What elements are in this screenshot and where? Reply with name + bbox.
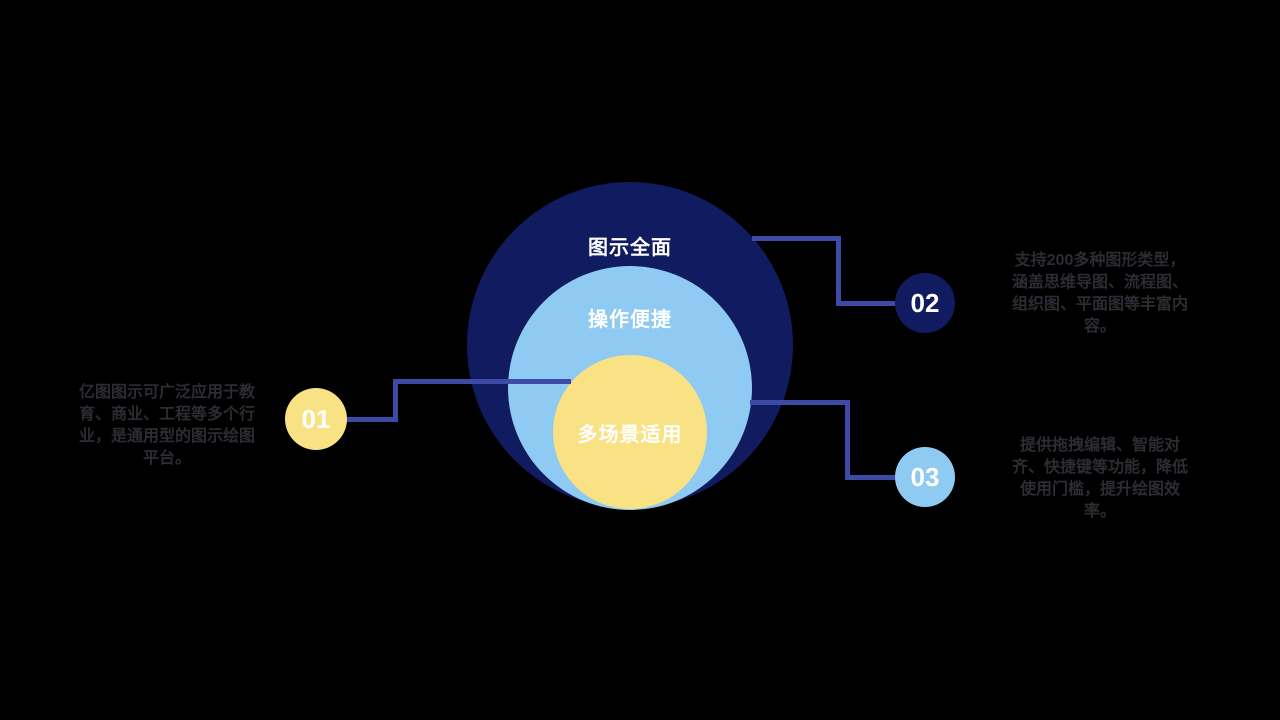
ring-outer-label: 图示全面 — [588, 237, 672, 259]
badge-03-number: 03 — [910, 461, 940, 492]
connector-01-segment — [393, 379, 398, 422]
badge-03: 03 — [895, 447, 955, 507]
connector-03-segment — [845, 400, 850, 480]
callout-01-text: 亿图图示可广泛应用于教 育、商业、工程等多个行 业，是通用型的图示绘图 平台。 — [78, 384, 255, 467]
connector-02-segment — [836, 236, 841, 306]
badge-02: 02 — [895, 273, 955, 333]
connector-03-segment — [750, 400, 850, 405]
connector-01-segment — [393, 379, 571, 384]
badge-02-number: 02 — [910, 287, 940, 318]
badge-01: 01 — [285, 388, 347, 450]
connector-03-segment — [845, 475, 898, 480]
badge-01-number: 01 — [301, 403, 331, 434]
ring-inner-label: 多场景适用 — [577, 424, 683, 446]
ring-inner: 多场景适用 — [553, 355, 707, 509]
connector-02-segment — [752, 236, 841, 241]
callout-02-text: 支持200多种图形类型， 涵盖思维导图、流程图、 组织图、平面图等丰富内 容。 — [1011, 252, 1188, 335]
callout-03-text: 提供拖拽编辑、智能对 齐、快捷键等功能，降低 使用门槛，提升绘图效 率。 — [1011, 437, 1188, 520]
connector-02-segment — [836, 301, 898, 306]
ring-middle-label: 操作便捷 — [588, 309, 672, 331]
connector-01-segment — [346, 417, 398, 422]
